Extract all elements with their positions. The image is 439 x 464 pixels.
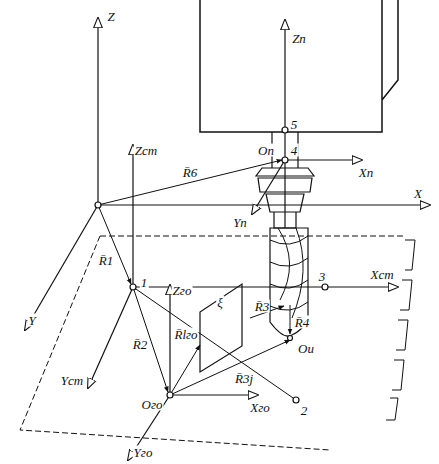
axis-label: 4	[290, 144, 299, 157]
axis-label: Xст	[369, 268, 394, 281]
cutter-flutes	[270, 228, 308, 318]
axis-label: R̄lго	[173, 328, 198, 341]
table-axes	[88, 145, 398, 388]
axis-label: Yго	[133, 446, 154, 459]
axis-label: Z	[106, 10, 115, 23]
axis-label: Oи	[297, 342, 315, 355]
axis-label: R̄3	[254, 300, 270, 313]
axis-label: R̄1	[98, 254, 114, 267]
axis-label: Y	[27, 314, 36, 327]
axis-label: 2	[300, 404, 309, 417]
axis-label: Oп	[257, 144, 275, 157]
axis-label: ξ	[216, 296, 224, 309]
axis-label: Yп	[232, 216, 248, 229]
axis-label: R̄6	[182, 166, 198, 179]
axis-label: R̄4	[294, 316, 310, 329]
reference-line	[133, 287, 296, 400]
axis-label: Xго	[249, 401, 271, 414]
axis-label: R̄3j	[234, 372, 254, 385]
spindle-housing	[200, 0, 398, 132]
machine-axes	[25, 18, 430, 330]
axis-label: Zп	[291, 32, 307, 45]
axis-label: Xп	[358, 166, 374, 179]
axis-label: Zго	[172, 284, 193, 297]
axis-label: X	[413, 187, 423, 200]
axis-label: 3	[318, 270, 327, 283]
axis-label: 1	[140, 276, 149, 289]
position-vectors	[98, 160, 290, 395]
axis-label: Zст	[134, 144, 158, 157]
axis-label: R̄2	[132, 338, 148, 351]
spindle-axes	[252, 20, 362, 228]
fixture-axes	[128, 285, 258, 460]
axis-label: Oго	[141, 398, 164, 411]
reference-points	[95, 127, 328, 403]
machine-table	[20, 236, 405, 450]
axis-label: Yст	[60, 374, 84, 387]
axis-label: 5	[290, 118, 299, 131]
